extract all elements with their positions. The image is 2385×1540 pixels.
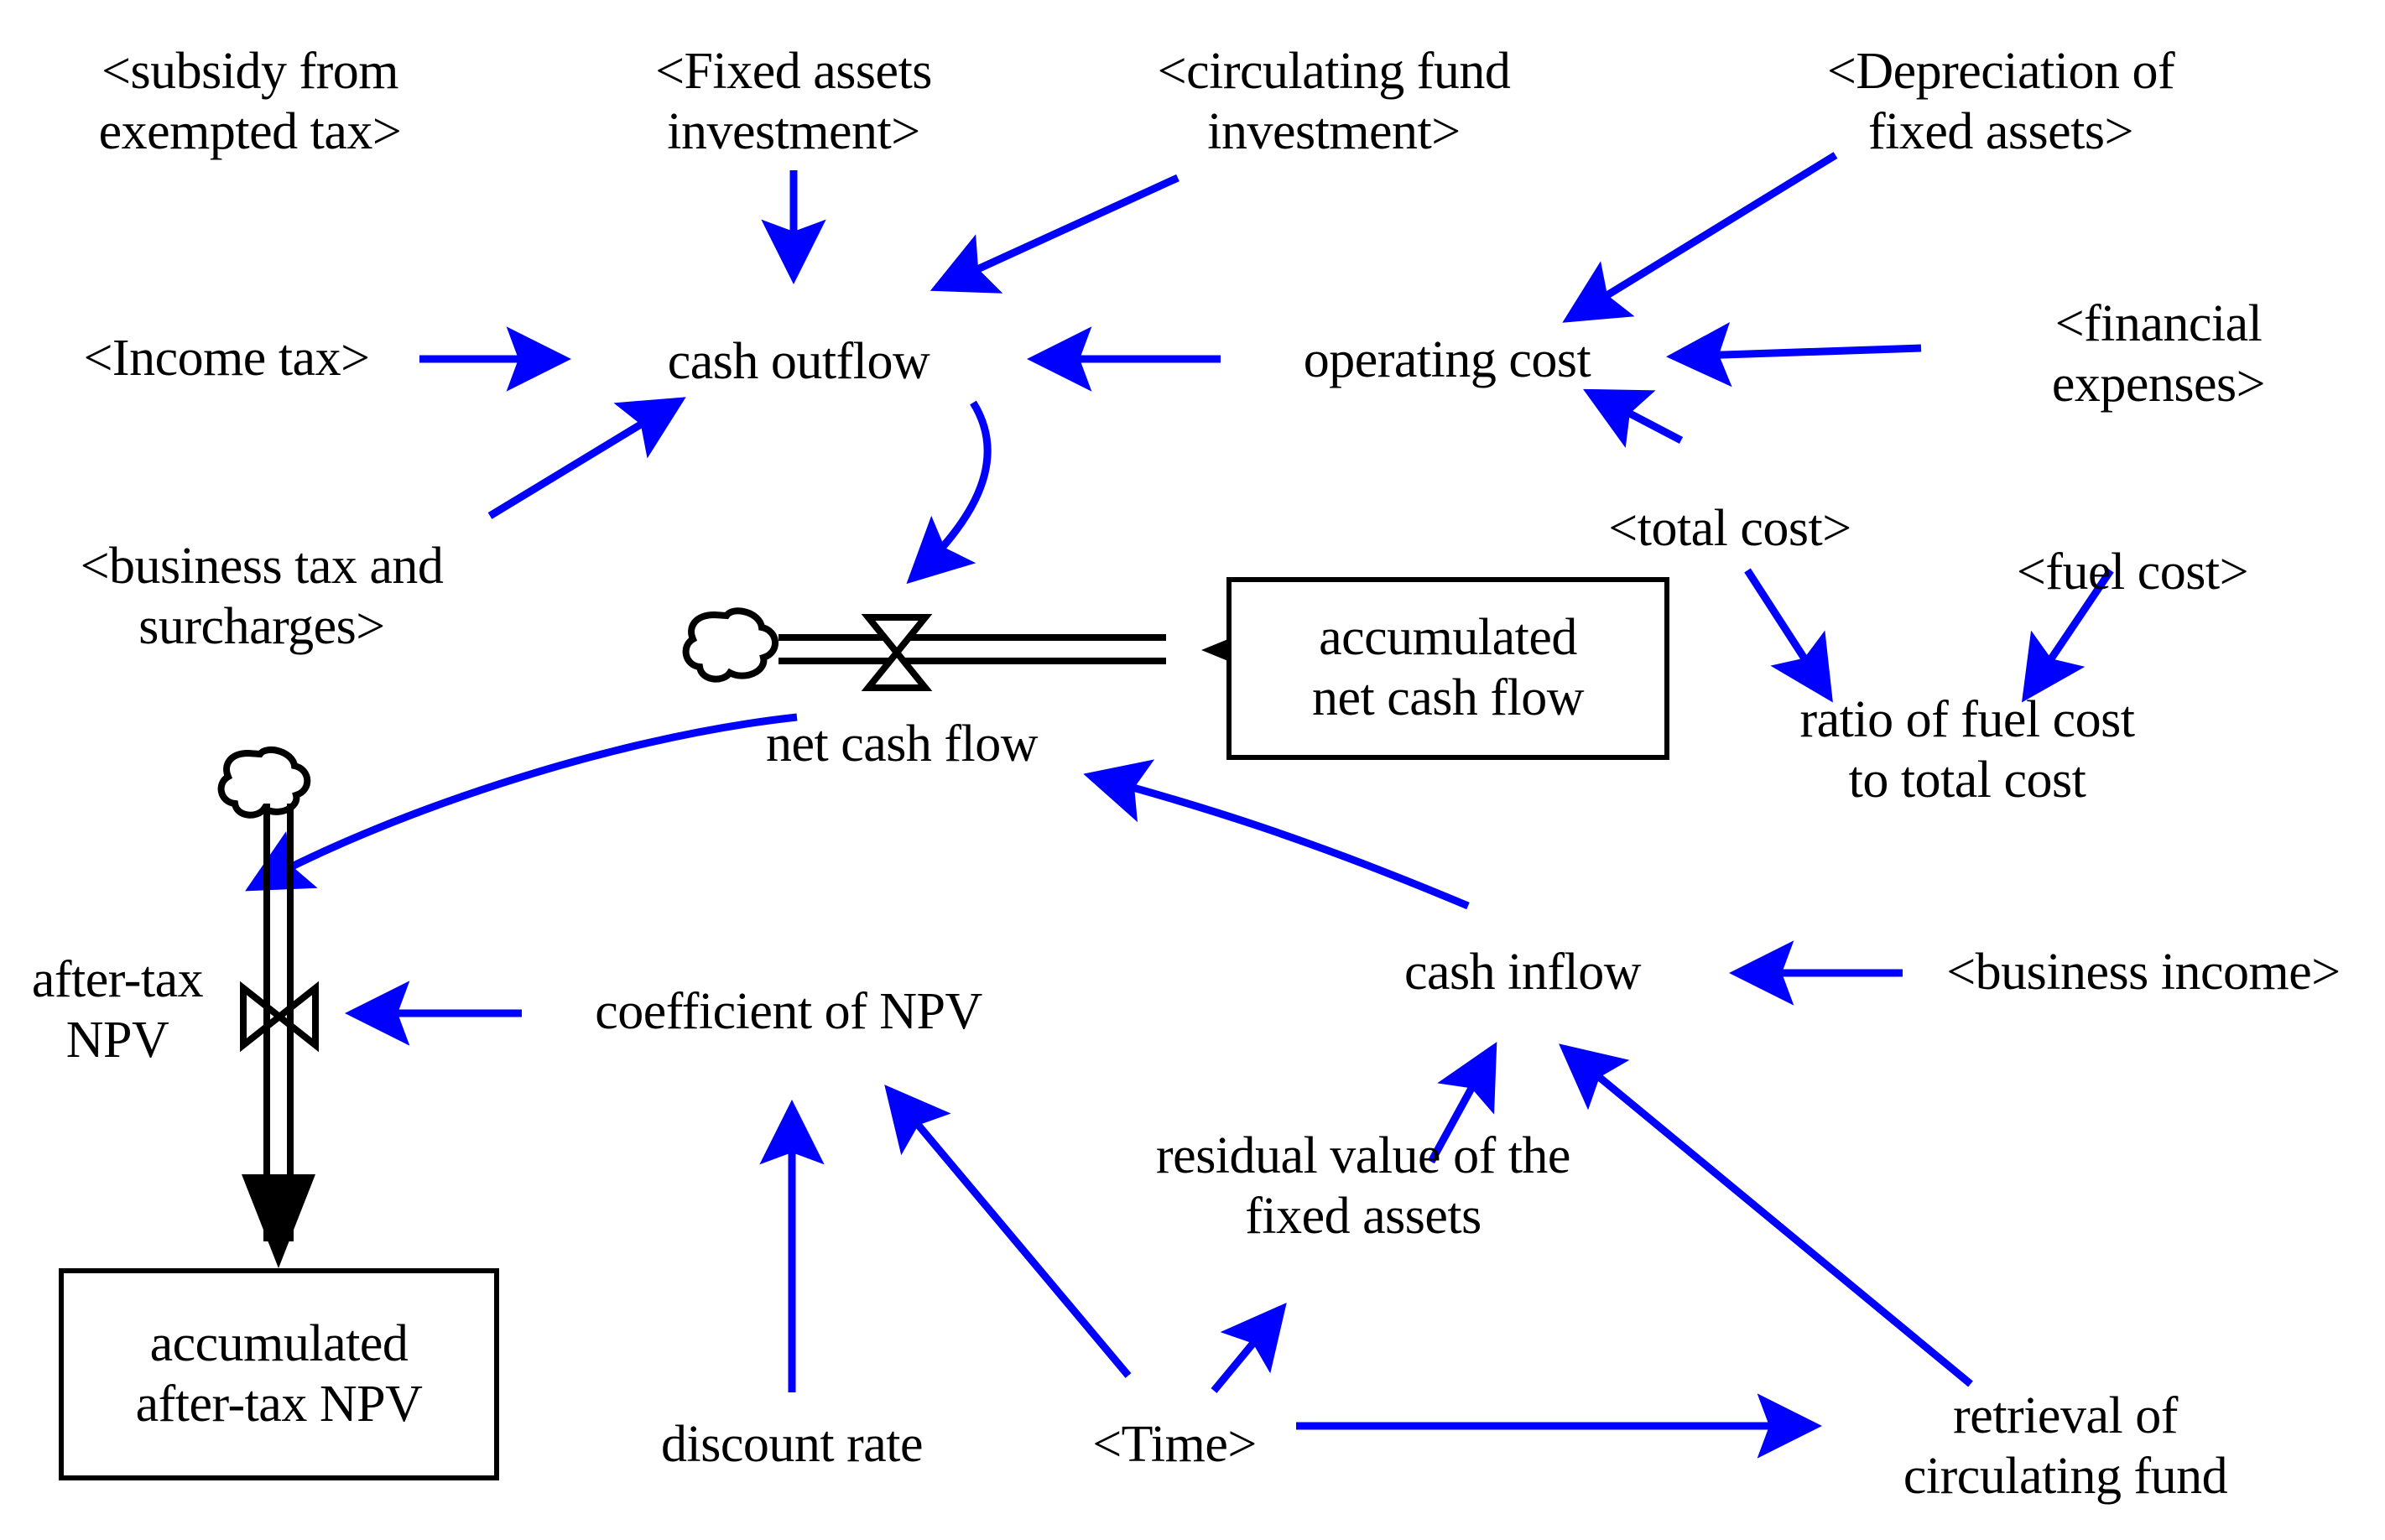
link-depreciation-to-operating-cost — [1562, 152, 1838, 323]
link-fuel-cost-to-ratio — [2021, 568, 2114, 703]
link-financial-expenses-to-operating-cost — [1666, 322, 1922, 388]
causal-links — [245, 152, 2114, 1459]
link-retrieval-of-circulating-fund-to-cash-inflow — [1559, 1043, 1973, 1387]
link-business-tax-to-cash-outflow — [487, 397, 686, 519]
after-tax-npv-structure — [217, 747, 319, 1268]
stock-label-accumulated-after-tax-npv: accumulated after-tax NPV — [135, 1314, 423, 1433]
link-cash-inflow-to-net-cash-flow — [1083, 759, 1470, 910]
link-time-to-coefficient-of-npv — [884, 1085, 1132, 1378]
flow-arrowhead-after-tax-npv — [242, 1174, 315, 1268]
source-cloud-net-cash-flow — [682, 607, 779, 683]
net-cash-flow-structure — [682, 587, 1294, 713]
link-total-cost-to-ratio — [1744, 568, 1833, 703]
stock-accumulated-after-tax-npv[interactable]: accumulated after-tax NPV — [59, 1268, 499, 1480]
link-residual-value-to-cash-inflow — [1428, 1042, 1497, 1164]
link-net-cash-flow-to-after-tax-npv — [245, 713, 798, 892]
stock-accumulated-net-cash-flow[interactable]: accumulated net cash flow — [1226, 577, 1669, 760]
valve-net-cash-flow — [861, 614, 933, 691]
link-circulating-fund-investment-to-cash-outflow — [930, 174, 1179, 294]
link-time-to-residual-value — [1211, 1303, 1287, 1393]
valve-after-tax-npv — [240, 981, 319, 1053]
stock-label-accumulated-net-cash-flow: accumulated net cash flow — [1311, 609, 1585, 726]
link-cash-outflow-to-net-cash-flow — [906, 400, 992, 585]
link-total-cost-to-operating-cost — [1583, 388, 1684, 448]
